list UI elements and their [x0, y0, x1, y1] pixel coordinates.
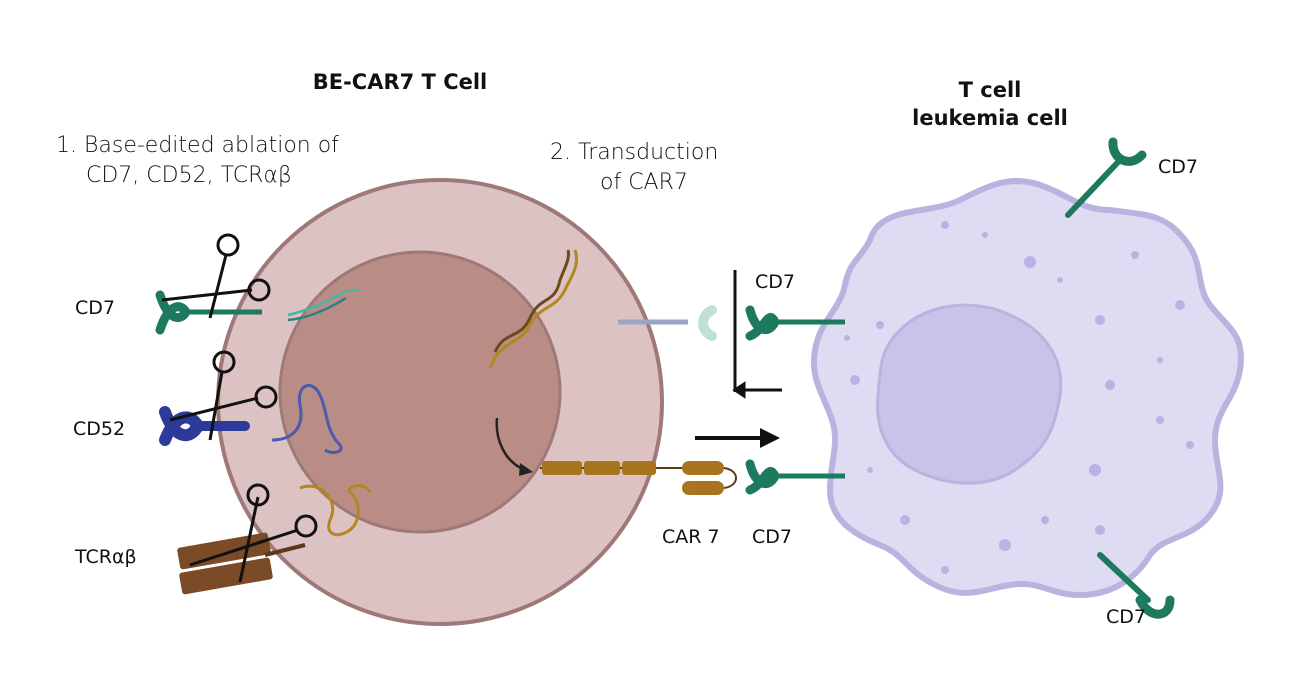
car-target-arrow: [695, 428, 780, 448]
cd7-left-label: CD7: [75, 297, 115, 319]
cd7-cup: [745, 459, 781, 495]
car7-scfv: [682, 461, 724, 475]
granule: [982, 232, 988, 238]
cd7-receptor-leukemia-top: [1065, 137, 1147, 218]
granule: [999, 539, 1011, 551]
guide-strand: [287, 288, 361, 317]
car7-scfv: [682, 481, 724, 495]
scissors-handle: [254, 385, 278, 409]
granule: [1105, 380, 1115, 390]
scissors-blade: [189, 528, 299, 567]
granule: [941, 221, 949, 229]
cd7-cup: [1108, 137, 1147, 166]
scissors-handle: [246, 483, 270, 507]
car7-domain: [542, 461, 582, 475]
scissors-blade: [161, 288, 253, 302]
dna-strand: [493, 249, 570, 353]
scissors-icon: [169, 350, 278, 441]
arrowhead-icon: [760, 428, 780, 448]
car7-linker: [723, 467, 737, 489]
leukemia-cell: [811, 177, 1244, 599]
becar7-t-cell: [216, 178, 664, 626]
guide-strand: [271, 383, 343, 454]
cd7-stalk: [1097, 552, 1151, 603]
scissors-icon: [161, 233, 271, 319]
granule: [1041, 516, 1049, 524]
leukemia-nucleus: [875, 303, 1063, 485]
cd7-cup: [745, 305, 781, 341]
leukemia-title-line2: leukemia cell: [912, 106, 1068, 130]
step2-line2: of CAR7: [600, 170, 688, 195]
granule: [876, 321, 884, 329]
car7-receptor: [540, 461, 737, 495]
granule: [1175, 300, 1185, 310]
cd7-leukemia-top-label: CD7: [1158, 156, 1198, 178]
granule: [1157, 357, 1163, 363]
cd7-blocked-label: CD7: [755, 271, 795, 293]
car7-dna-icon: [488, 249, 579, 369]
tcr-chain: [179, 557, 273, 595]
expression-arrow: [495, 417, 533, 476]
leukemia-title-line1: T cell: [958, 78, 1022, 102]
cd7-receptor-leukemia-bottom: [1097, 552, 1175, 619]
scissors-blade: [208, 254, 228, 319]
scissors-blade: [208, 371, 224, 441]
guide-strand: [287, 296, 347, 322]
cd7-stalk: [1065, 157, 1123, 218]
cd7-leukemia-bottom-label: CD7: [1106, 606, 1146, 628]
scissors-handle: [216, 233, 240, 257]
arrowhead-icon: [519, 463, 533, 476]
granule: [850, 375, 860, 385]
cd7-receptor-tcell: [155, 290, 262, 335]
granule: [1095, 315, 1105, 325]
cd7-guide-rna: [287, 288, 361, 322]
scissors-handle: [212, 350, 236, 374]
scissors-handle: [247, 278, 271, 302]
step1-line1: 1. Base-edited ablation of: [56, 133, 339, 158]
granule: [1156, 416, 1164, 424]
cd52-left-label: CD52: [73, 418, 126, 440]
fratricide-block-arrow: [732, 270, 782, 399]
scissors-blade: [238, 496, 260, 583]
granule: [1057, 277, 1063, 283]
granule: [1024, 256, 1036, 268]
granule: [844, 335, 850, 341]
block-arrowhead: [732, 381, 746, 399]
scissors-icon: [189, 483, 318, 583]
cd7-receptor-car-target: [745, 459, 845, 495]
tcr-left-label: TCRαβ: [75, 546, 137, 568]
granule: [887, 547, 893, 553]
leukemia-granules: [844, 221, 1194, 574]
cd7-receptor-blocked: [745, 305, 845, 341]
becar7-title: BE-CAR7 T Cell: [312, 70, 488, 94]
granule: [1095, 525, 1105, 535]
scissors-handle: [294, 514, 318, 538]
car7-domain: [622, 461, 656, 475]
car7-label: CAR 7: [662, 526, 720, 548]
cd7-cup: [1135, 595, 1175, 619]
granule: [1186, 441, 1194, 449]
cd7-car-target-label: CD7: [752, 526, 792, 548]
cd7-faded-receptor: [618, 305, 717, 341]
cd52-guide-rna: [271, 383, 343, 454]
granule: [1089, 464, 1101, 476]
cd52-cup: [159, 406, 205, 446]
granule: [941, 566, 949, 574]
cd7-cup: [155, 290, 192, 335]
tcell-nucleus: [278, 250, 562, 534]
dna-strand: [488, 249, 579, 369]
step2-line1: 2. Transduction: [550, 140, 719, 165]
tcr-stalk: [264, 543, 306, 557]
granule: [900, 515, 910, 525]
tcr-guide-rna: [299, 484, 372, 537]
cd7-faded-cup: [698, 305, 717, 341]
guide-strand: [299, 484, 372, 537]
granule: [1131, 251, 1139, 259]
step1-line2: CD7, CD52, TCRαβ: [86, 163, 292, 188]
granule: [867, 467, 873, 473]
cd52-receptor-tcell: [159, 406, 250, 446]
car7-domain: [584, 461, 620, 475]
